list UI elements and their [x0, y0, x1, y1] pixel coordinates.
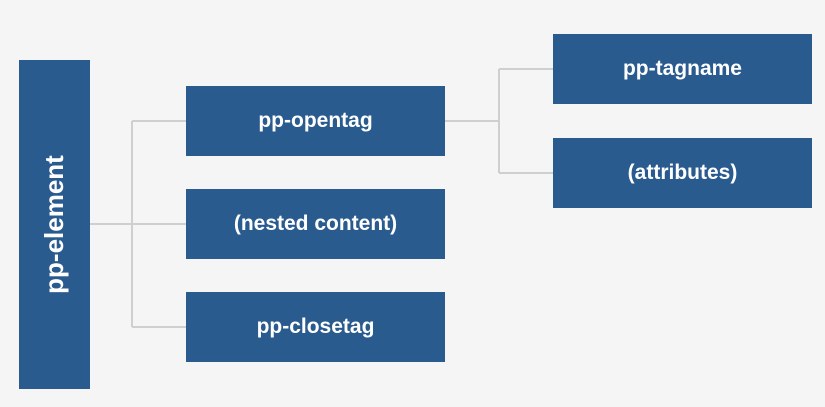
attributes-node: (attributes)	[553, 138, 812, 208]
pp-closetag-node: pp-closetag	[186, 292, 445, 362]
nested-content-node: (nested content)	[186, 189, 445, 259]
attributes-label: (attributes)	[627, 161, 738, 184]
pp-tagname-label: pp-tagname	[622, 57, 742, 80]
pp-closetag-label: pp-closetag	[256, 315, 375, 338]
pp-element-node: pp-element	[19, 60, 90, 389]
nested-content-label: (nested content)	[233, 212, 398, 235]
pp-opentag-label: pp-opentag	[258, 109, 373, 132]
pp-tagname-node: pp-tagname	[553, 34, 812, 104]
pp-element-label: pp-element	[39, 155, 69, 294]
pp-opentag-node: pp-opentag	[186, 86, 445, 156]
